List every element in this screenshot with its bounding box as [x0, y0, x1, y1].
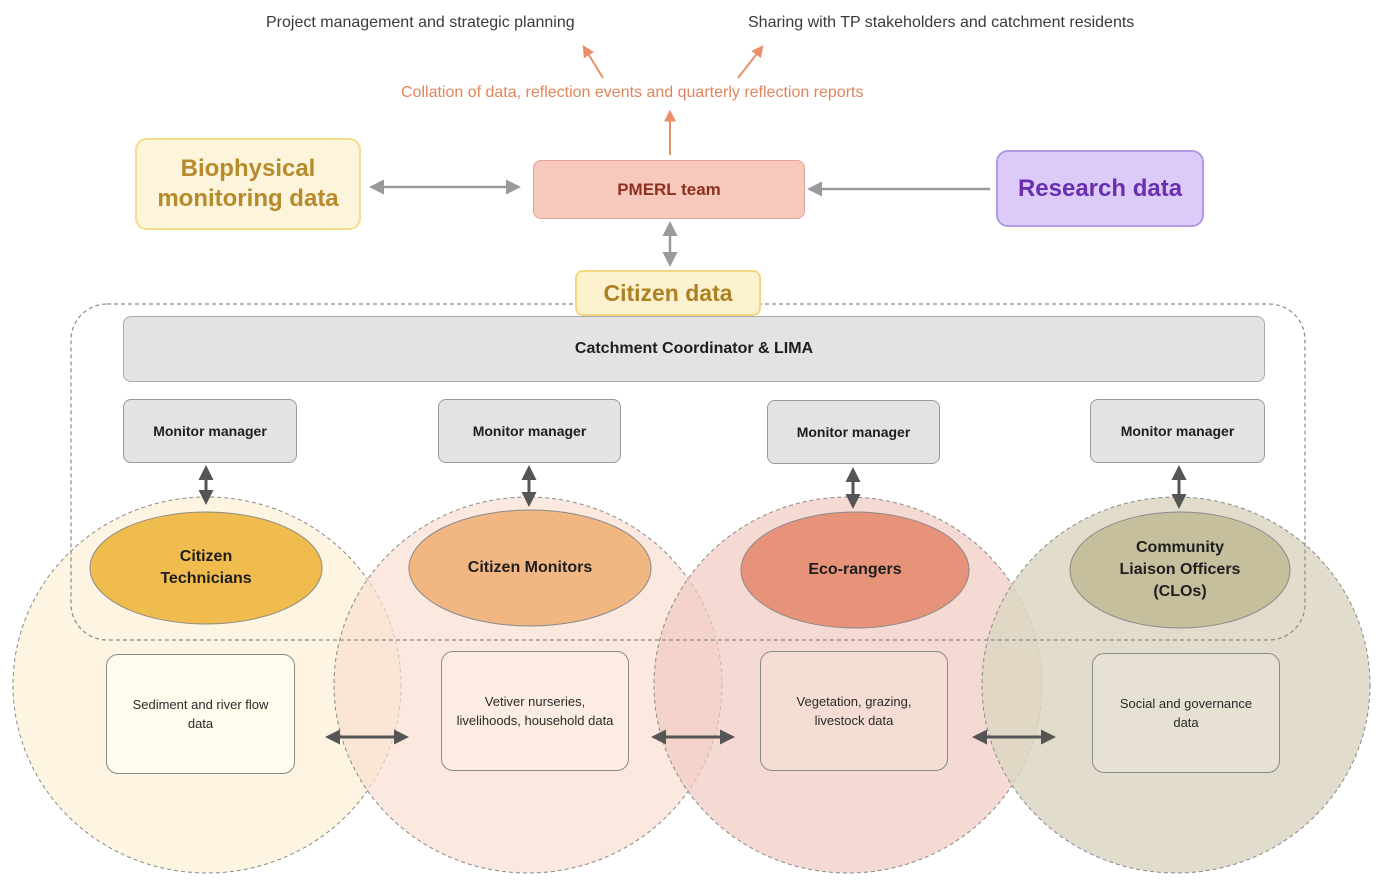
data-box-social: Social and governance data: [1092, 653, 1280, 773]
role-eco-rangers: Eco-rangers: [760, 550, 950, 590]
monitor-manager-3: Monitor manager: [767, 400, 940, 464]
data-box-label: Social and governance data: [1119, 696, 1253, 730]
role-label: Eco-rangers: [808, 561, 902, 578]
label-project-management: Project management and strategic plannin…: [266, 14, 575, 31]
ellipse-citizen-monitors: [408, 509, 652, 627]
research-label: Research data: [1017, 174, 1183, 202]
monitor-manager-2: Monitor manager: [438, 399, 621, 463]
biophysical-monitoring-box: Biophysical monitoring data: [135, 138, 361, 230]
label-sharing-stakeholders: Sharing with TP stakeholders and catchme…: [748, 14, 1135, 31]
monitor-manager-label: Monitor manager: [1120, 423, 1235, 439]
role-citizen-technicians: Citizen Technicians: [110, 538, 302, 598]
data-box-label: Vetiver nurseries, livelihoods, househol…: [456, 694, 614, 728]
label-collation: Collation of data, reflection events and…: [401, 84, 864, 101]
role-label: Citizen Monitors: [467, 559, 593, 576]
data-box-sediment: Sediment and river flow data: [106, 654, 295, 774]
monitor-manager-label: Monitor manager: [153, 423, 267, 439]
ellipse-clos: [1069, 511, 1291, 629]
role-label: Community Liaison Officers (CLOs): [1119, 539, 1241, 600]
monitor-manager-label: Monitor manager: [472, 423, 587, 439]
role-citizen-monitors: Citizen Monitors: [420, 548, 640, 588]
data-box-vetiver: Vetiver nurseries, livelihoods, househol…: [441, 651, 629, 771]
role-label: Citizen Technicians: [160, 548, 252, 587]
arrow-to-sharing: [737, 45, 764, 79]
monitor-manager-4: Monitor manager: [1090, 399, 1265, 463]
catchment-coordinator-label: Catchment Coordinator & LIMA: [574, 340, 814, 357]
ellipse-eco-rangers: [740, 511, 970, 629]
data-box-vegetation: Vegetation, grazing, livestock data: [760, 651, 948, 771]
ellipse-citizen-technicians: [89, 511, 323, 625]
role-clos: Community Liaison Officers (CLOs): [1090, 534, 1270, 606]
arrow-to-project-management: [582, 44, 604, 79]
research-data-box: Research data: [996, 150, 1204, 227]
pmerl-label: PMERL team: [617, 179, 721, 199]
catchment-coordinator-box: Catchment Coordinator & LIMA: [123, 316, 1265, 382]
citizen-data-box: Citizen data: [575, 270, 761, 316]
biophysical-label: Biophysical monitoring data: [157, 155, 339, 212]
data-box-label: Vegetation, grazing, livestock data: [796, 694, 912, 728]
monitor-manager-label: Monitor manager: [796, 424, 911, 440]
citizen-data-label: Citizen data: [603, 279, 733, 306]
data-box-label: Sediment and river flow data: [132, 697, 269, 731]
monitor-manager-1: Monitor manager: [123, 399, 297, 463]
pmerl-team-box: PMERL team: [533, 160, 805, 219]
